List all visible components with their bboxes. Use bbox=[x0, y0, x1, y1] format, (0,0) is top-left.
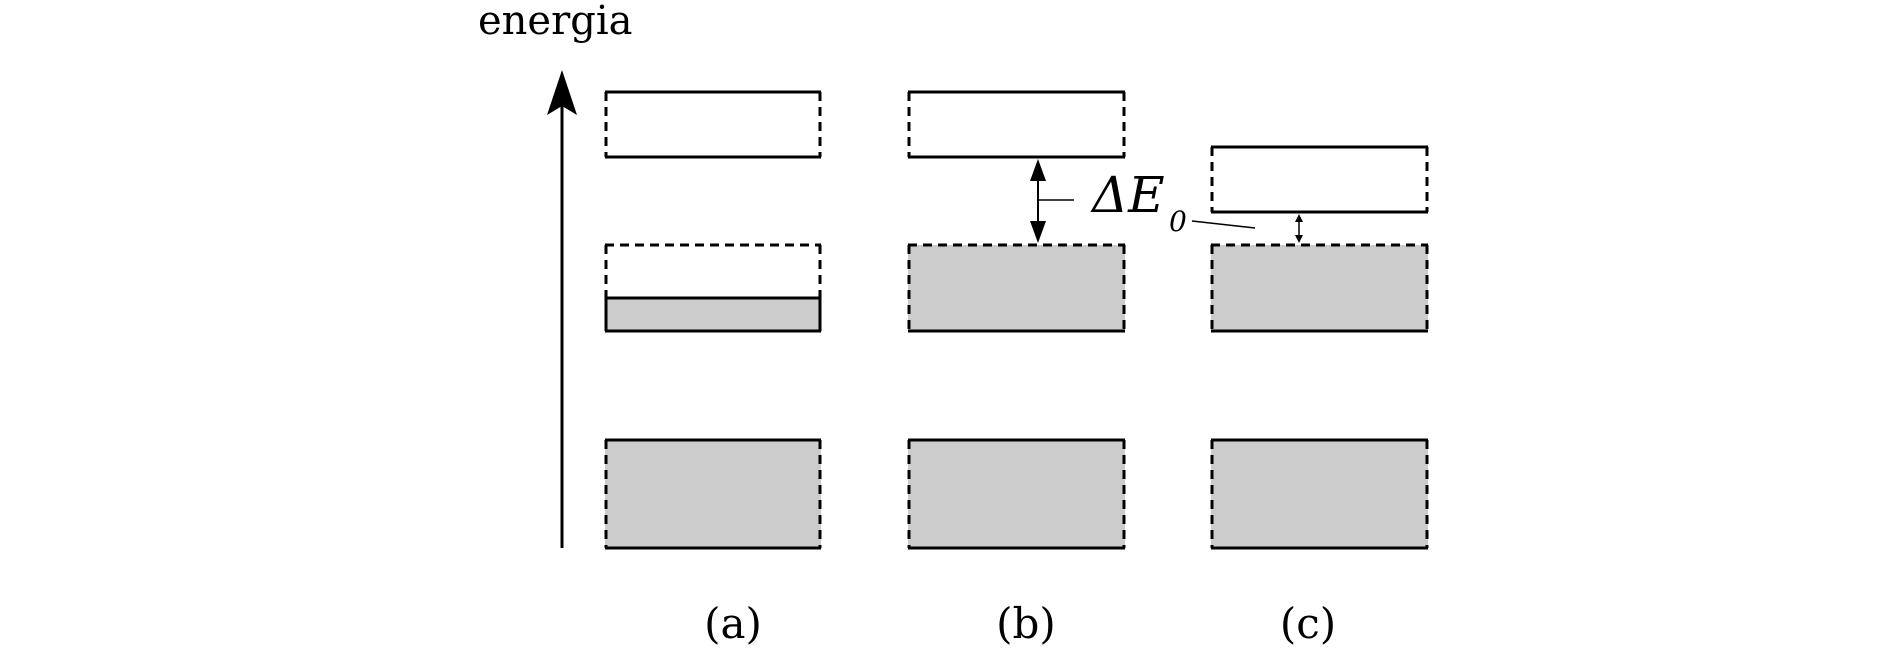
panel-a-middle-band bbox=[604, 243, 822, 333]
panel-c-gap-arrow bbox=[1295, 214, 1303, 243]
gap-label-symbol: ΔE bbox=[1090, 166, 1165, 224]
panel-a-lower-band bbox=[604, 438, 822, 550]
panel-c-label: (c) bbox=[1280, 599, 1336, 648]
panel-c-lower-band bbox=[1210, 438, 1429, 550]
panel-a-middle-band-filled-part bbox=[605, 298, 821, 331]
panel-c: (c) bbox=[1210, 145, 1429, 648]
panel-a: (a) bbox=[604, 90, 822, 648]
panel-b-upper-band bbox=[907, 90, 1126, 159]
panel-b-middle-band bbox=[907, 243, 1126, 333]
panel-b-label: (b) bbox=[996, 599, 1056, 648]
gap-label: ΔE 0 bbox=[1090, 166, 1187, 238]
panel-a-label: (a) bbox=[704, 599, 762, 648]
panel-c-middle-band bbox=[1210, 243, 1429, 333]
panel-b-gap-arrow bbox=[1030, 159, 1046, 243]
panel-b: (b) bbox=[907, 90, 1126, 648]
energy-axis: energia bbox=[478, 0, 632, 548]
panel-c-upper-band bbox=[1210, 145, 1429, 214]
energy-axis-label: energia bbox=[478, 0, 632, 44]
energy-axis-arrowhead bbox=[547, 70, 577, 115]
panel-b-lower-band bbox=[907, 438, 1126, 550]
gap-label-subscript: 0 bbox=[1169, 205, 1187, 238]
gap-label-leader-c bbox=[1191, 220, 1256, 229]
panel-a-upper-band bbox=[604, 90, 822, 159]
